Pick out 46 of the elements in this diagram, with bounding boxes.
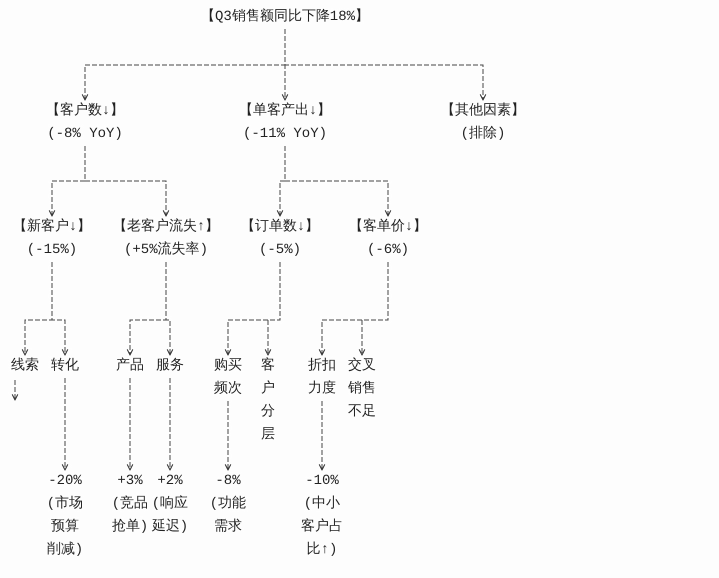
node-text: 交叉销售不足 <box>347 356 377 422</box>
node-text: (功能需求 <box>208 494 248 537</box>
connector-arrow <box>84 146 170 217</box>
node-text: 【新客户↓】 <box>12 217 92 237</box>
node-text: (市场预算削减) <box>46 494 84 560</box>
node-text: 【老客户流失↑】 <box>112 217 220 237</box>
connector-arrow <box>166 262 174 356</box>
node-text: 转化 <box>50 356 80 376</box>
connector-arrow <box>126 378 134 471</box>
node-text: 【Q3销售额同比下降18%】 <box>200 7 370 27</box>
node-text: (-11% YoY) <box>242 125 328 144</box>
connector-arrow <box>12 380 18 401</box>
node-text: 【客户数↓】 <box>44 101 126 121</box>
connector-arrow <box>318 400 326 471</box>
node-text: -10% <box>304 472 340 491</box>
connector-arrow <box>358 262 388 356</box>
connector-arrow <box>284 28 486 101</box>
node-text: 客户分层 <box>261 356 275 445</box>
node-text: +2% <box>156 472 184 491</box>
node-text: (+5%流失率) <box>122 240 209 260</box>
node-text: 【其他因素】 <box>440 101 526 121</box>
node-text: 【订单数↓】 <box>240 217 320 237</box>
node-text: -20% <box>47 472 83 491</box>
node-text: (响应延迟) <box>150 494 190 537</box>
node-text: (中小客户占比↑) <box>300 494 344 560</box>
node-text: 产品 <box>115 356 145 376</box>
connector-arrow <box>264 262 280 356</box>
node-text: (-8% YoY) <box>46 125 124 144</box>
node-text: 线索 <box>10 356 40 376</box>
node-text: (-15%) <box>26 241 78 260</box>
node-text: 服务 <box>155 356 185 376</box>
node-text: (-6%) <box>366 241 410 260</box>
node-text: 【单客产出↓】 <box>238 101 332 121</box>
connector-arrow <box>224 400 232 471</box>
node-text: 折扣力度 <box>307 356 337 399</box>
connector-arrow <box>284 146 392 217</box>
node-text: -8% <box>214 472 242 491</box>
node-text: (排除) <box>460 124 506 144</box>
node-text: 【客单价↓】 <box>348 217 428 237</box>
node-text: 购买频次 <box>213 356 243 399</box>
connector-arrow <box>166 378 174 471</box>
node-text: (竞品抢单) <box>110 494 150 537</box>
node-text: (-5%) <box>258 241 302 260</box>
connector-arrow <box>62 378 68 471</box>
connector-arrow <box>52 262 68 356</box>
node-text: +3% <box>116 472 144 491</box>
